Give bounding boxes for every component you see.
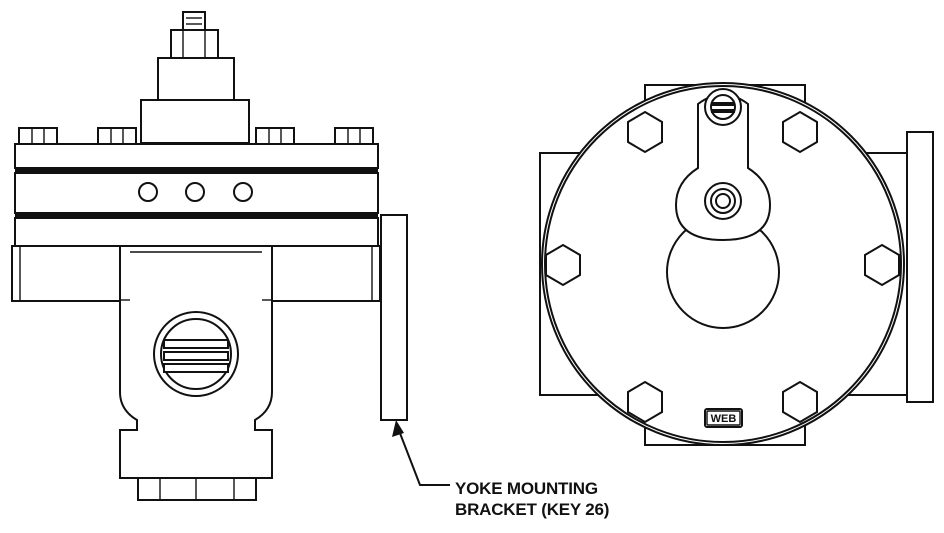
- pivot-pin: [704, 182, 742, 220]
- web-stamp: WEB: [704, 408, 743, 428]
- yoke-bracket-callout: YOKE MOUNTING BRACKET (KEY 26): [455, 478, 609, 520]
- spring-case: [140, 99, 250, 144]
- yoke-mounting-bracket: [380, 214, 408, 421]
- callout-leader: [392, 420, 450, 486]
- callout-line-2: BRACKET (KEY 26): [455, 500, 610, 519]
- callout-line-1: YOKE MOUNTING: [455, 479, 598, 498]
- side-view: [11, 11, 450, 501]
- top-view: WEB: [539, 82, 934, 446]
- casing-bolts: [545, 110, 900, 424]
- side-bracket: [906, 131, 934, 403]
- stamp-label: WEB: [711, 413, 737, 425]
- spring-case-top: [157, 57, 235, 101]
- flange-bolts: [18, 127, 374, 146]
- yoke-nuts: [137, 477, 257, 501]
- lever-screw-top: [704, 88, 742, 126]
- diaphragm-casing: [14, 143, 379, 247]
- adjusting-screw: [170, 11, 219, 59]
- stem-port: [153, 311, 239, 397]
- lever-arm: [674, 93, 772, 242]
- yoke-flange: [11, 245, 381, 302]
